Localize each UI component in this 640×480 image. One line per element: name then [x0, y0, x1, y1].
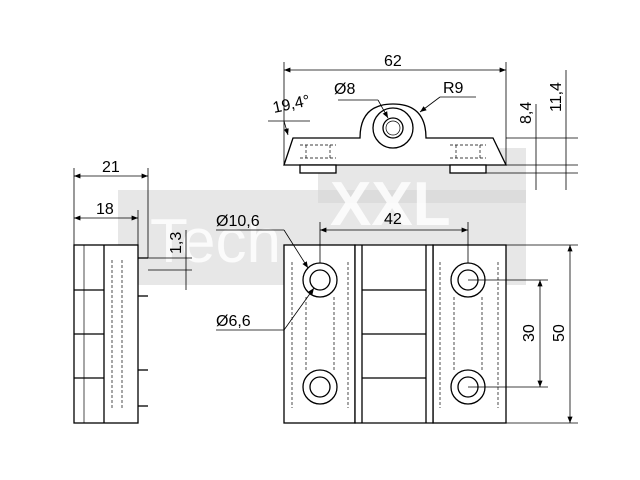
- side-hidden-lines: [111, 260, 123, 410]
- knuckle-segments: [362, 289, 426, 379]
- dim-angle: 19,4°: [271, 92, 311, 116]
- dim-pin-diameter: Ø8: [334, 81, 355, 98]
- hidden-lines-right: [450, 144, 486, 159]
- pin-inner: [385, 120, 401, 136]
- dim-depth-body: 18: [96, 201, 114, 218]
- dim-pin-offset: 1,3: [168, 232, 185, 254]
- leader-hole-diameter: [283, 287, 315, 331]
- dim-height-knuckle-top: 8,4: [518, 102, 535, 124]
- dim-hole-spacing-vertical: 30: [521, 324, 538, 342]
- dim-depth-total: 21: [102, 159, 120, 176]
- dim-height-total: 50: [551, 324, 568, 342]
- front-leaf-left: [283, 244, 356, 424]
- hidden-lines-left: [300, 144, 336, 159]
- watermark-text-left: Tech: [150, 207, 281, 276]
- leader-counterbore: [283, 229, 309, 269]
- knuckle-outer: [372, 107, 414, 149]
- dim-width-total: 62: [384, 53, 402, 70]
- front-view: 42 Ø10,6 Ø6,6 30 50: [216, 211, 578, 424]
- pin-circle: [382, 117, 404, 139]
- leader-knuckle-radius: [419, 96, 441, 113]
- dim-height-total-top: 11,4: [548, 82, 565, 112]
- watermark-text-right: XXL: [330, 170, 451, 239]
- dim-hole-spacing-horizontal: 42: [384, 211, 402, 228]
- side-view: 21 18 1,3: [73, 159, 192, 424]
- pin-stub-left: [299, 164, 337, 174]
- front-leaf-right: [432, 244, 507, 424]
- pin-stub-right: [449, 164, 487, 174]
- leader-pin-diameter: [377, 99, 389, 119]
- front-hidden-lines: [291, 262, 499, 408]
- dim-counterbore-diameter: Ø10,6: [216, 213, 260, 230]
- dim-hole-diameter: Ø6,6: [216, 313, 251, 330]
- dim-knuckle-radius: R9: [443, 80, 464, 97]
- hole-bottom-left: [302, 369, 338, 405]
- angle-arc: [283, 120, 289, 136]
